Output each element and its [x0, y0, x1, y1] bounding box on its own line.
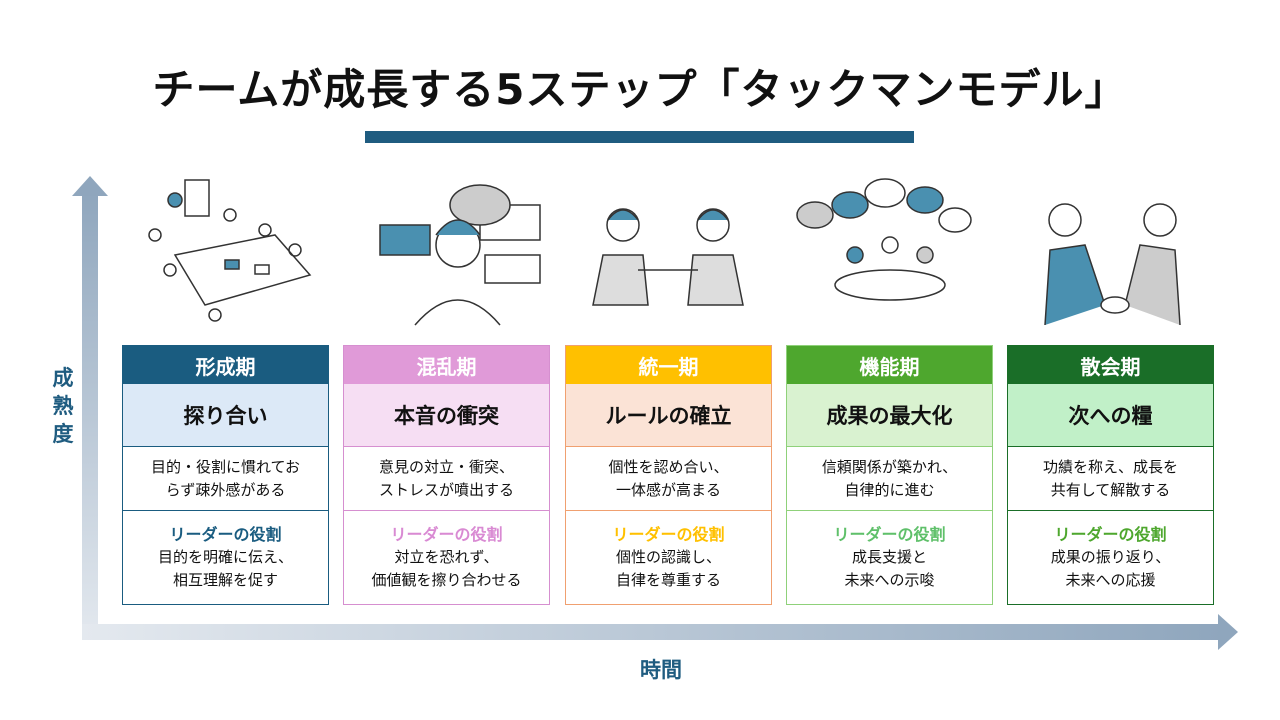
stage-name: 形成期 [123, 346, 328, 384]
leader-role: リーダーの役割成果の振り返り、未来への応援 [1008, 511, 1213, 604]
desc-line: 一体感が高まる [615, 480, 721, 499]
desc-line: 功績を称え、成長を [1042, 457, 1178, 476]
desc-line: 目的・役割に慣れてお [150, 457, 301, 476]
stage-card: 混乱期 本音の衝突 意見の対立・衝突、ストレスが噴出する リーダーの役割対立を恐… [343, 345, 550, 605]
role-line: 価値観を擦り合わせる [371, 571, 522, 589]
stage-card: 形成期 探り合い 目的・役割に慣れておらず疎外感がある リーダーの役割目的を明確… [122, 345, 329, 605]
role-line: 対立を恐れず、 [394, 548, 499, 566]
maturity-axis [82, 192, 98, 640]
desc-line: 個性を認め合い、 [608, 457, 729, 476]
desc-line: 意見の対立・衝突、 [378, 457, 514, 476]
role-line: 成果の振り返り、 [1050, 548, 1171, 566]
stage-description: 目的・役割に慣れておらず疎外感がある [123, 447, 328, 511]
leader-role: リーダーの役割個性の認識し、自律を尊重する [566, 511, 771, 604]
desc-line: 共有して解散する [1050, 480, 1171, 499]
stage-description: 功績を称え、成長を共有して解散する [1008, 447, 1213, 511]
desc-line: 自律的に進む [844, 480, 935, 499]
stage-name: 散会期 [1008, 346, 1213, 384]
stage-name: 統一期 [566, 346, 771, 384]
stage-description: 個性を認め合い、一体感が高まる [566, 447, 771, 511]
stage-card: 機能期 成果の最大化 信頼関係が築かれ、自律的に進む リーダーの役割成長支援と未… [786, 345, 993, 605]
stage-subtitle: 次への糧 [1008, 384, 1213, 447]
stage-subtitle: 本音の衝突 [344, 384, 549, 447]
leader-role-title: リーダーの役割 [833, 525, 946, 544]
leader-role: リーダーの役割対立を恐れず、価値観を擦り合わせる [344, 511, 549, 604]
desc-line: らず疎外感がある [165, 480, 286, 499]
x-axis-label: 時間 [640, 658, 682, 682]
desc-line: 信頼関係が築かれ、 [821, 457, 958, 476]
leader-role-title: リーダーの役割 [169, 525, 282, 544]
page-title: チームが成長する5ステップ「タックマンモデル」 [152, 65, 1128, 114]
role-line: 自律を尊重する [615, 571, 721, 589]
role-line: 未来への示唆 [844, 571, 935, 589]
leader-role-title: リーダーの役割 [390, 525, 503, 544]
role-line: 相互理解を促す [172, 571, 278, 589]
desc-line: ストレスが噴出する [378, 480, 514, 499]
stage-name: 混乱期 [344, 346, 549, 384]
handshake-illustration-icon [1044, 203, 1181, 326]
arrow-up-icon [72, 176, 108, 196]
role-line: 目的を明確に伝え、 [157, 548, 293, 566]
leader-role: リーダーの役割目的を明確に伝え、相互理解を促す [123, 511, 328, 604]
time-axis [82, 624, 1222, 640]
role-line: 個性の認識し、 [615, 548, 721, 566]
leader-role: リーダーの役割成長支援と未来への示唆 [787, 511, 992, 604]
leader-role-title: リーダーの役割 [612, 525, 725, 544]
teamwork-illustration-icon [796, 178, 972, 301]
stage-card: 統一期 ルールの確立 個性を認め合い、一体感が高まる リーダーの役割個性の認識し… [565, 345, 772, 605]
conflict-illustration-icon [379, 184, 541, 326]
stage-subtitle: 成果の最大化 [787, 384, 992, 447]
role-line: 成長支援と [851, 548, 927, 566]
stage-description: 信頼関係が築かれ、自律的に進む [787, 447, 992, 511]
stage-name: 機能期 [787, 346, 992, 384]
stage-subtitle: ルールの確立 [566, 384, 771, 447]
stage-subtitle: 探り合い [123, 384, 328, 447]
stage-card: 散会期 次への糧 功績を称え、成長を共有して解散する リーダーの役割成果の振り返… [1007, 345, 1214, 605]
arrow-right-icon [1218, 614, 1238, 650]
y-axis-label: 成熟度 [52, 366, 74, 446]
meeting-illustration-icon [148, 179, 312, 322]
agreement-illustration-icon [592, 208, 744, 306]
title-underline [365, 131, 914, 143]
stage-description: 意見の対立・衝突、ストレスが噴出する [344, 447, 549, 511]
leader-role-title: リーダーの役割 [1054, 525, 1167, 544]
role-line: 未来への応援 [1065, 571, 1156, 589]
